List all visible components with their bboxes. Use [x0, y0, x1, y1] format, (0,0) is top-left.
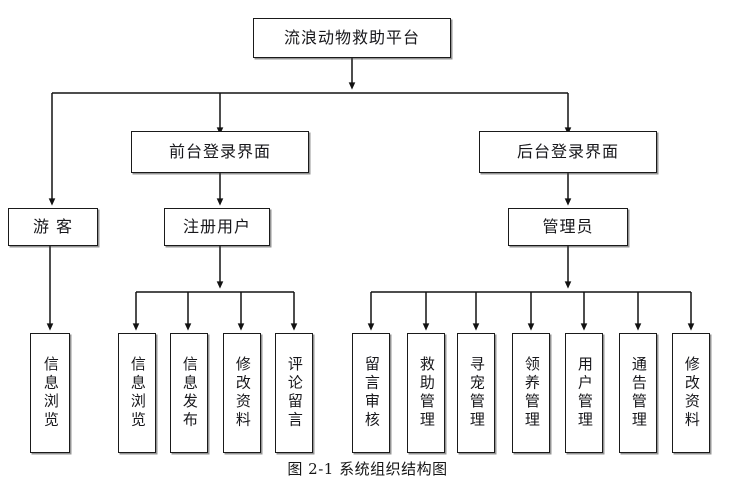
node-admin-edit-profile[interactable]: 修改资料 — [672, 333, 710, 453]
node-guest[interactable]: 游 客 — [8, 208, 98, 246]
node-guest-info-browse-label: 信息浏览 — [41, 356, 60, 430]
node-admin-announcement-management-label: 通告管理 — [629, 356, 648, 430]
node-admin-user-management-label: 用户管理 — [575, 356, 594, 430]
node-admin-rescue-management[interactable]: 救助管理 — [407, 333, 445, 453]
node-admin-user-management[interactable]: 用户管理 — [565, 333, 603, 453]
node-backend-login-label: 后台登录界面 — [516, 141, 619, 161]
node-administrator-label: 管理员 — [542, 216, 594, 236]
node-root-platform[interactable]: 流浪动物救助平台 — [253, 18, 451, 58]
node-admin-pet-search-management[interactable]: 寻宠管理 — [457, 333, 495, 453]
node-guest-info-browse[interactable]: 信息浏览 — [30, 333, 70, 453]
node-admin-pet-search-management-label: 寻宠管理 — [467, 356, 486, 430]
node-admin-message-review-label: 留言审核 — [362, 356, 381, 430]
node-user-comment-message[interactable]: 评论留言 — [275, 333, 313, 453]
node-admin-adoption-management-label: 领养管理 — [522, 356, 541, 430]
node-registered-user-label: 注册用户 — [182, 216, 251, 236]
node-user-info-browse-label: 信息浏览 — [128, 356, 147, 430]
node-admin-edit-profile-label: 修改资料 — [682, 356, 701, 430]
node-user-info-publish-label: 信息发布 — [180, 356, 199, 430]
node-user-edit-profile[interactable]: 修改资料 — [223, 333, 261, 453]
node-root-platform-label: 流浪动物救助平台 — [283, 27, 420, 47]
node-guest-label: 游 客 — [32, 216, 74, 236]
node-admin-rescue-management-label: 救助管理 — [417, 356, 436, 430]
node-backend-login[interactable]: 后台登录界面 — [479, 131, 657, 173]
node-administrator[interactable]: 管理员 — [508, 208, 628, 246]
node-frontend-login-label: 前台登录界面 — [168, 141, 271, 161]
node-admin-adoption-management[interactable]: 领养管理 — [512, 333, 550, 453]
figure-caption: 图 2-1 系统组织结构图 — [287, 460, 448, 478]
node-registered-user[interactable]: 注册用户 — [164, 208, 270, 246]
node-admin-message-review[interactable]: 留言审核 — [352, 333, 390, 453]
node-user-edit-profile-label: 修改资料 — [233, 356, 252, 430]
node-frontend-login[interactable]: 前台登录界面 — [131, 131, 309, 173]
node-user-comment-message-label: 评论留言 — [285, 356, 304, 430]
node-admin-announcement-management[interactable]: 通告管理 — [619, 333, 657, 453]
node-user-info-browse[interactable]: 信息浏览 — [118, 333, 156, 453]
node-user-info-publish[interactable]: 信息发布 — [170, 333, 208, 453]
